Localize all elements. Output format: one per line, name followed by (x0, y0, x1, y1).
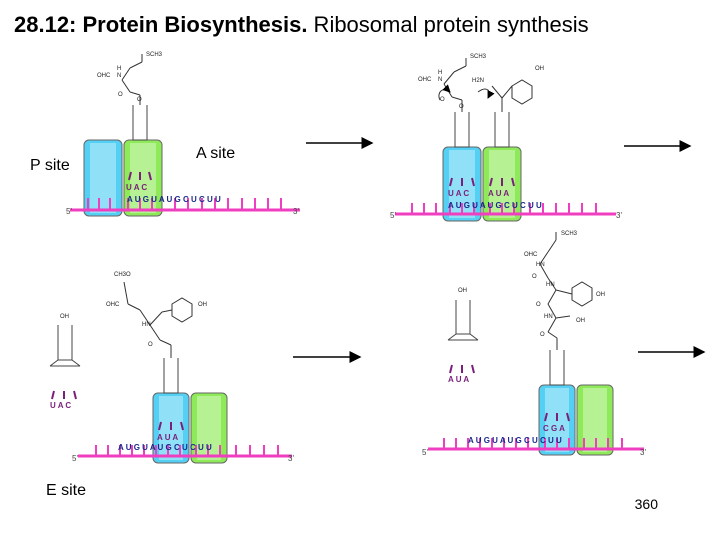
a-site-box (576, 384, 614, 456)
molecule-o: O (440, 97, 445, 103)
panel-1: U A C SCH3 H N OHC O O A U G U A U G C U… (66, 52, 300, 217)
title-rest: Ribosomal protein synthesis (307, 12, 589, 37)
e-site-label: E site (46, 482, 87, 499)
panel-2: U A C A U A SCH3 H N OHC O H2N OH O (390, 54, 622, 222)
five-prime-end: 5' (390, 211, 396, 220)
trna-body-p (454, 112, 470, 148)
anticodon-a: A U A (488, 189, 509, 198)
molecule-n: N (117, 73, 121, 79)
trna-body (163, 358, 179, 394)
mrna-sequence: A U G U A U G C U C U U (468, 436, 562, 445)
a-site-box (190, 392, 228, 464)
three-prime-end: 3' (293, 207, 299, 216)
molecule-o: O (118, 92, 123, 98)
mrna-sequence: A U G U A U G C U C U U (118, 443, 212, 452)
five-prime-end: 5' (66, 207, 72, 216)
molecule-o2: O (536, 302, 541, 308)
title-bold: 28.12: Protein Biosynthesis. (14, 12, 308, 37)
molecule-oh: OH (198, 302, 207, 308)
mrna-sequence: A U G U A U G C U C U U (448, 201, 542, 210)
molecule-ohc: OHC (418, 77, 432, 83)
ejected-trna (455, 300, 471, 335)
molecule-o2: O (459, 104, 464, 110)
molecule-hn: HN (142, 322, 151, 328)
trna-body-a (494, 112, 510, 148)
molecule-n: N (438, 77, 442, 83)
molecule-sch3: SCH3 (561, 231, 578, 237)
page-title: 28.12: Protein Biosynthesis. Ribosomal p… (14, 12, 589, 38)
ejected-anticodon: U A C (50, 401, 71, 410)
molecule-o: O (148, 342, 153, 348)
molecule-h: H (438, 70, 442, 76)
molecule-o: O (532, 274, 537, 280)
a-site-label: A site (196, 145, 236, 162)
anticodon-p: U A C (448, 189, 469, 198)
p-site-box (83, 139, 123, 217)
trna-body (549, 350, 565, 386)
ejected-oh: OH (60, 314, 69, 320)
three-prime-end: 3' (288, 454, 294, 463)
molecule-hn: HN (536, 262, 545, 268)
molecule-h2n: H2N (472, 78, 484, 84)
molecule-hn3: HN (544, 314, 553, 320)
three-prime-end: 3' (616, 211, 622, 220)
panel-3: OH U A C A U A CH3O OHC (49, 272, 294, 464)
molecule-hn2: HN (546, 282, 555, 288)
five-prime-end: 5' (72, 454, 78, 463)
anticodon-label: A U A (157, 433, 178, 442)
page-number: 360 (634, 496, 658, 512)
anticodon-label: U A C (126, 183, 147, 192)
molecule-o3: O (540, 332, 545, 338)
molecule-h: H (117, 66, 121, 72)
p-site-label: P site (30, 157, 70, 174)
trna-body (132, 105, 148, 141)
molecule-ohc: OHC (106, 302, 120, 308)
molecule-sch3: SCH3 (470, 54, 487, 60)
panel-4: OH A U A C G A (422, 231, 646, 457)
mrna-sequence: A U G U A U G C U C U U (127, 195, 221, 204)
molecule-oh: OH (596, 292, 605, 298)
anticodon-label: C G A (543, 424, 565, 433)
molecule-ohc: OHC (97, 73, 111, 79)
ejected-anticodon: A U A (448, 375, 469, 384)
three-prime-end: 3' (640, 448, 646, 457)
molecule-oh2: OH (576, 318, 585, 324)
ejected-oh: OH (458, 288, 467, 294)
molecule-sch3: SCH3 (146, 52, 163, 58)
molecule-oh: OH (535, 66, 544, 72)
ejected-trna (57, 325, 73, 361)
molecule-ohc: OHC (524, 252, 538, 258)
molecule-ch3o: CH3O (114, 272, 131, 278)
molecule-o2: O (137, 97, 142, 103)
five-prime-end: 5' (422, 448, 428, 457)
